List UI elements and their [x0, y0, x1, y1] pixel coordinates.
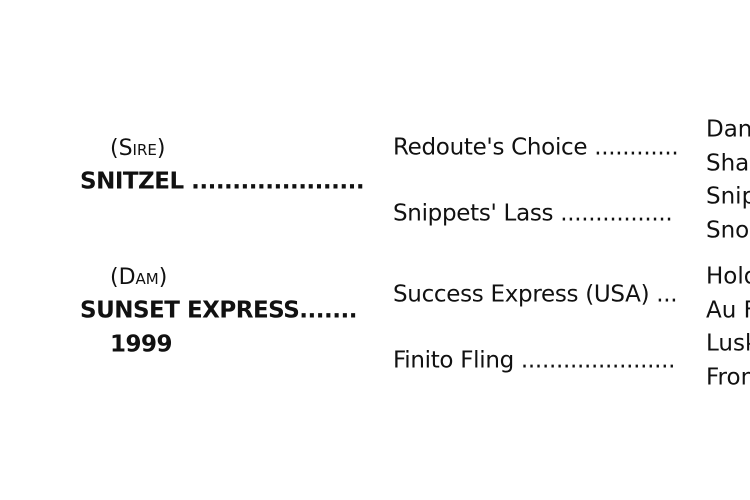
great-grandparent: Fron: [706, 364, 750, 391]
dam-name: SUNSET EXPRESS.......: [80, 297, 357, 324]
great-grandparent: Lusk: [706, 330, 750, 357]
grandsire-sire: Redoute's Choice ............: [393, 134, 679, 161]
great-grandparent: Snip: [706, 183, 750, 210]
grandsire-dam: Success Express (USA) ...: [393, 281, 678, 308]
great-grandparent: Dan: [706, 116, 750, 143]
granddam-dam: Finito Fling ......................: [393, 347, 676, 374]
great-grandparent: Shar: [706, 150, 750, 177]
granddam-sire: Snippets' Lass ................: [393, 200, 673, 227]
sire-label: (Sire): [110, 136, 166, 161]
sire-name: SNITZEL .....................: [80, 168, 365, 195]
foaling-year: 1999: [110, 331, 173, 358]
great-grandparent: Au F: [706, 297, 750, 324]
dam-label: (Dam): [110, 265, 168, 290]
great-grandparent: Snov: [706, 217, 750, 244]
great-grandparent: Hold: [706, 263, 750, 290]
